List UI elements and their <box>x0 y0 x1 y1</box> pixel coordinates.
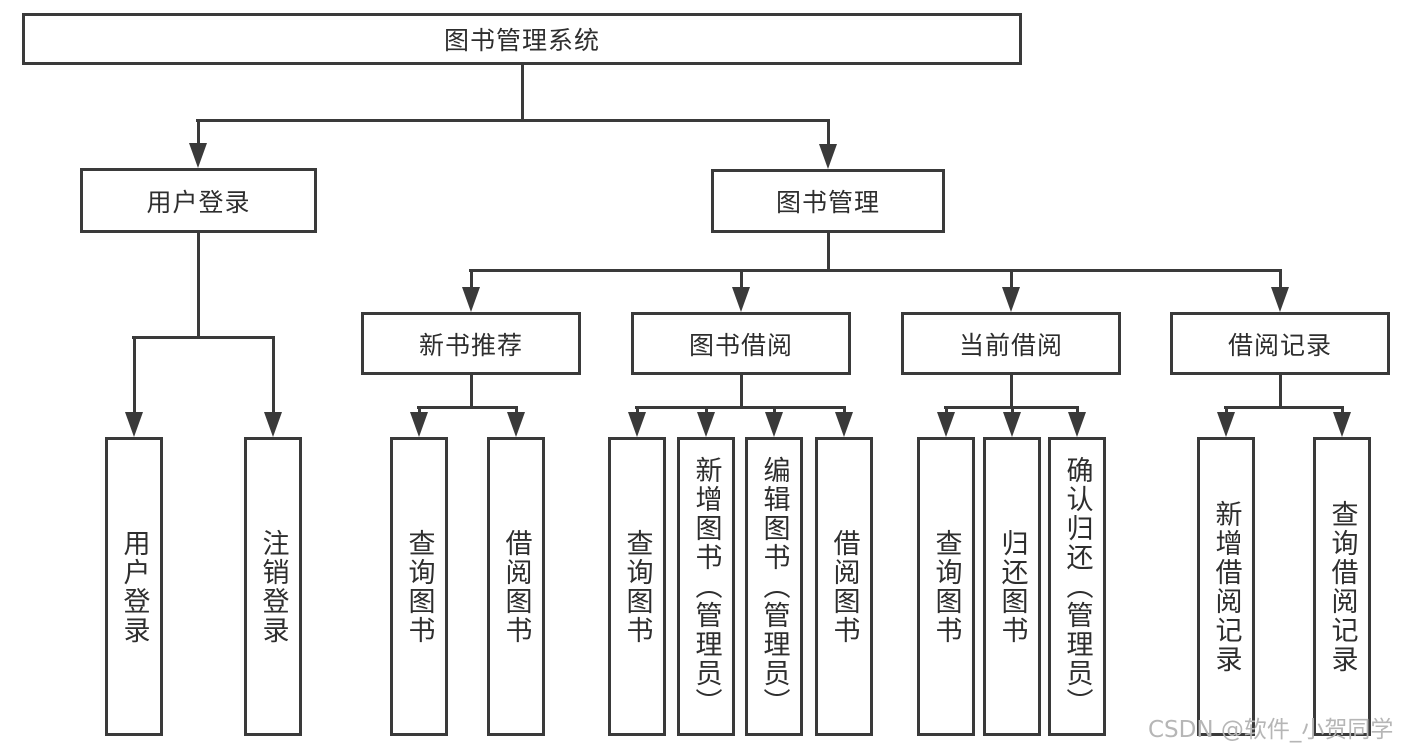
node-user-login-label: 用户登录 <box>146 187 251 217</box>
node-leaf-confirm-return-admin-label: 确认归还（管理员） <box>1061 456 1093 717</box>
connector-vline <box>1278 375 1282 409</box>
watermark-text: CSDN @软件_小贺同学 <box>1148 717 1394 743</box>
node-leaf-return-book: 归还图书 <box>983 437 1041 736</box>
node-book-management-label: 图书管理 <box>775 188 880 217</box>
arrow-down-icon <box>628 412 646 437</box>
node-book-borrow-label: 图书借阅 <box>688 330 793 360</box>
node-new-book-recommend-label: 新书推荐 <box>418 330 523 360</box>
arrow-down-icon <box>462 287 480 312</box>
node-leaf-add-book-admin-label: 新增图书（管理员） <box>690 456 722 717</box>
arrow-shaft <box>1075 406 1079 414</box>
arrow-down-icon <box>697 412 715 437</box>
arrow-down-icon <box>819 144 837 169</box>
arrow-down-icon <box>1333 412 1351 437</box>
node-leaf-add-borrow-record: 新增借阅记录 <box>1197 437 1255 736</box>
arrow-down-icon <box>937 412 955 437</box>
node-leaf-return-book-label: 归还图书 <box>996 528 1028 645</box>
node-leaf-edit-book-admin-label: 编辑图书（管理员） <box>758 456 790 717</box>
arrow-shaft <box>1009 269 1013 289</box>
node-leaf-user-login-label: 用户登录 <box>118 528 150 645</box>
arrow-down-icon <box>189 143 207 168</box>
arrow-shaft <box>196 119 200 145</box>
arrow-down-icon <box>1003 412 1021 437</box>
connector-vline <box>196 233 200 339</box>
node-leaf-borrow-book-rec-label: 借阅图书 <box>500 528 532 645</box>
connector-vline <box>1009 375 1013 409</box>
arrow-shaft <box>635 406 639 414</box>
arrow-down-icon <box>264 412 282 437</box>
node-leaf-query-borrow-record-label: 查询借阅记录 <box>1326 499 1358 674</box>
arrow-shaft <box>469 269 473 289</box>
arrow-down-icon <box>732 287 750 312</box>
arrow-shaft <box>704 406 708 414</box>
arrow-down-icon <box>1271 287 1289 312</box>
arrow-down-icon <box>1068 412 1086 437</box>
connector-hline <box>417 406 518 409</box>
node-user-login: 用户登录 <box>80 168 317 233</box>
node-current-borrow: 当前借阅 <box>901 312 1121 375</box>
connector-vline <box>520 65 524 122</box>
arrow-shaft <box>944 406 948 414</box>
arrow-down-icon <box>410 412 428 437</box>
node-leaf-query-book-current: 查询图书 <box>917 437 975 736</box>
connector-vline <box>469 375 473 409</box>
node-leaf-confirm-return-admin: 确认归还（管理员） <box>1048 437 1106 736</box>
arrow-shaft <box>1010 406 1014 414</box>
connector-hline <box>1224 406 1344 409</box>
arrow-shaft <box>1278 269 1282 289</box>
node-leaf-borrow-book: 借阅图书 <box>815 437 873 736</box>
arrow-shaft <box>772 406 776 414</box>
arrow-shaft <box>739 269 743 289</box>
arrow-shaft <box>417 406 421 414</box>
arrow-shaft <box>842 406 846 414</box>
node-book-management: 图书管理 <box>711 169 945 233</box>
arrow-down-icon <box>835 412 853 437</box>
arrow-down-icon <box>507 412 525 437</box>
connector-hline <box>469 269 1282 272</box>
node-leaf-add-book-admin: 新增图书（管理员） <box>677 437 735 736</box>
connector-hline <box>132 336 275 339</box>
connector-vline <box>826 233 830 272</box>
arrow-shaft <box>1224 406 1228 414</box>
node-leaf-logout: 注销登录 <box>244 437 302 736</box>
arrow-shaft <box>132 336 136 414</box>
arrow-shaft <box>514 406 518 414</box>
node-borrow-records-label: 借阅记录 <box>1227 330 1332 360</box>
arrow-down-icon <box>125 412 143 437</box>
arrow-shaft <box>1340 406 1344 414</box>
arrow-shaft <box>271 336 275 414</box>
arrow-down-icon <box>1002 287 1020 312</box>
node-leaf-query-book-rec: 查询图书 <box>390 437 448 736</box>
node-leaf-query-book-borrow: 查询图书 <box>608 437 666 736</box>
node-root-label: 图书管理系统 <box>443 26 600 55</box>
node-current-borrow-label: 当前借阅 <box>958 330 1063 360</box>
node-leaf-query-book-borrow-label: 查询图书 <box>621 528 653 645</box>
connector-vline <box>739 375 743 409</box>
arrow-down-icon <box>1217 412 1235 437</box>
node-borrow-records: 借阅记录 <box>1170 312 1390 375</box>
node-root: 图书管理系统 <box>22 13 1022 65</box>
arrow-down-icon <box>765 412 783 437</box>
node-leaf-borrow-book-label: 借阅图书 <box>828 528 860 645</box>
node-leaf-query-book-current-label: 查询图书 <box>930 528 962 645</box>
node-new-book-recommend: 新书推荐 <box>361 312 581 375</box>
node-leaf-logout-label: 注销登录 <box>257 528 289 645</box>
connector-hline <box>635 406 846 409</box>
node-leaf-query-borrow-record: 查询借阅记录 <box>1313 437 1371 736</box>
connector-hline <box>196 119 830 122</box>
node-leaf-edit-book-admin: 编辑图书（管理员） <box>745 437 803 736</box>
node-leaf-borrow-book-rec: 借阅图书 <box>487 437 545 736</box>
node-leaf-user-login: 用户登录 <box>105 437 163 736</box>
arrow-shaft <box>826 119 830 146</box>
node-leaf-add-borrow-record-label: 新增借阅记录 <box>1210 499 1242 674</box>
node-leaf-query-book-rec-label: 查询图书 <box>403 528 435 645</box>
node-book-borrow: 图书借阅 <box>631 312 851 375</box>
